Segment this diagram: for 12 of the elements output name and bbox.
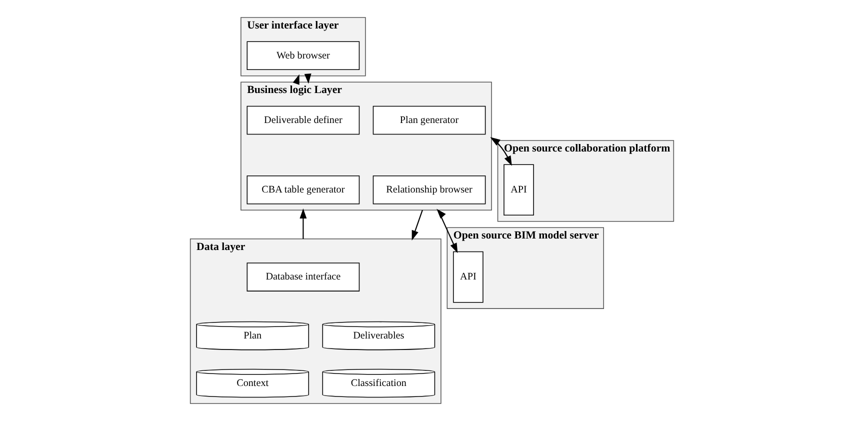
node-box: Plan generator [372,106,486,135]
arrow [436,208,458,254]
node-box: Deliverable definer [246,106,360,135]
node-box: CBA table generator [246,175,360,204]
node-box: API [503,164,534,216]
node-box: Database interface [246,262,360,292]
node-box: API [452,251,483,303]
node-box: Relationship browser [372,175,486,204]
arrow [411,210,422,240]
node-box: Web browser [246,41,360,70]
arrow [299,208,306,239]
arrow [490,137,512,166]
